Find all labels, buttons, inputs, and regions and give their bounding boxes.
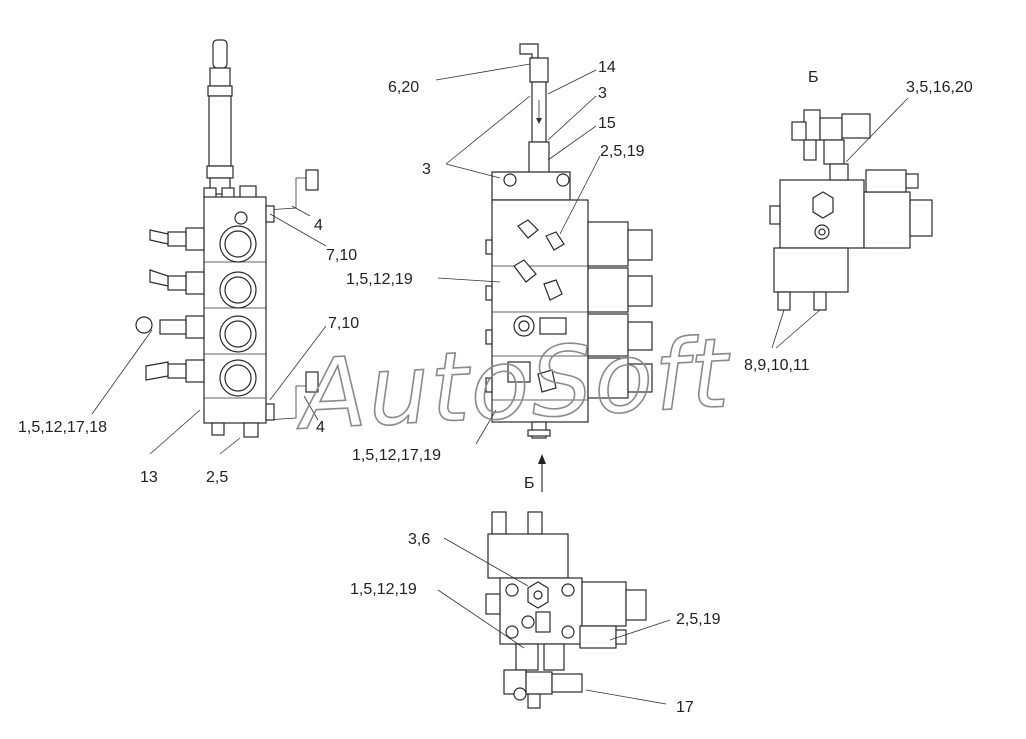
callout-1-5-12-17-19: 1,5,12,17,19 xyxy=(352,447,441,464)
callout-1-5-12-19-bottom: 1,5,12,19 xyxy=(350,581,417,598)
callout-17: 17 xyxy=(676,699,694,716)
callout-8-9-10-11: 8,9,10,11 xyxy=(744,357,810,374)
callout-1-5-12-17-18: 1,5,12,17,18 xyxy=(18,419,107,436)
watermark-text: AutoSoft xyxy=(292,317,735,452)
callout-6-20: 6,20 xyxy=(388,79,419,96)
callout-3-top: 3 xyxy=(598,85,607,102)
callout-7-10-top: 7,10 xyxy=(326,247,357,264)
callout-2-5-19-bottom: 2,5,19 xyxy=(676,611,721,628)
callout-1-5-12-19-mid: 1,5,12,19 xyxy=(346,271,413,288)
callout-2-5: 2,5 xyxy=(206,469,228,486)
callout-14: 14 xyxy=(598,59,616,76)
bottom-view-assembly xyxy=(485,511,647,709)
view-b-title: Б xyxy=(808,69,819,86)
callout-7-10-mid: 7,10 xyxy=(328,315,359,332)
view-b-assembly xyxy=(769,109,933,311)
callout-4-bottom: 4 xyxy=(316,419,325,436)
callout-3-6: 3,6 xyxy=(408,531,430,548)
leader-lines xyxy=(91,63,909,705)
callout-15: 15 xyxy=(598,115,616,132)
callout-2-5-19-top: 2,5,19 xyxy=(600,143,645,160)
view-b-arrow-label: Б xyxy=(524,475,535,492)
left-view-valve-assembly xyxy=(135,39,319,438)
callout-labels: 6,20 14 3 15 2,5,19 3 4 7,10 1,5,12,19 7… xyxy=(18,59,973,716)
callout-3-left: 3 xyxy=(422,161,431,178)
callout-13: 13 xyxy=(140,469,158,486)
callout-3-5-16-20: 3,5,16,20 xyxy=(906,79,973,96)
middle-view-valve-assembly xyxy=(485,43,653,492)
callout-4-top: 4 xyxy=(314,217,323,234)
